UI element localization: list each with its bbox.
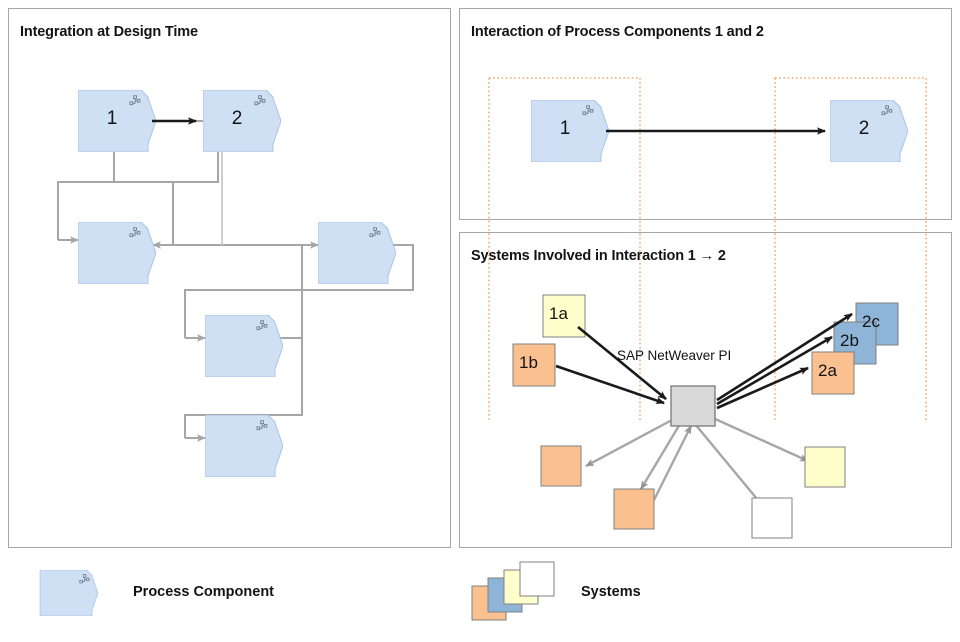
connector-2-to-bus bbox=[57, 120, 219, 240]
system-box-other-1 bbox=[540, 445, 582, 487]
system-label-2a: 2a bbox=[818, 361, 837, 380]
link-hub-to-other-1 bbox=[585, 418, 673, 468]
interaction-boundaries bbox=[488, 77, 927, 420]
system-box-1a bbox=[542, 294, 586, 338]
link-hub-to-2c bbox=[716, 312, 853, 402]
system-label-1a: 1a bbox=[549, 304, 568, 323]
process-component-2-label: 2 bbox=[231, 108, 243, 129]
system-box-other-4 bbox=[804, 446, 846, 488]
connector-bus-to-pc3-right bbox=[152, 182, 174, 249]
panel-title-top-right: Interaction of Process Components 1 and … bbox=[471, 24, 764, 40]
system-box-other-3 bbox=[751, 497, 793, 539]
system-label-2b: 2b bbox=[840, 331, 859, 350]
legend-system-white bbox=[519, 561, 555, 597]
legend-process-component-label: Process Component bbox=[133, 584, 274, 600]
systems-source bbox=[512, 294, 586, 387]
sap-netweaver-pi-label: SAP NetWeaver PI bbox=[617, 348, 732, 363]
link-hub-to-2b bbox=[716, 335, 833, 406]
link-hub-to-2a bbox=[716, 366, 809, 410]
connector-pc4-loop bbox=[184, 244, 414, 338]
legend-process-component-swatch bbox=[39, 570, 99, 616]
link-hub-to-other-3 bbox=[694, 423, 763, 506]
sap-netweaver-pi-hub bbox=[670, 385, 716, 427]
systems-target-stack bbox=[811, 302, 899, 395]
system-label-2c: 2c bbox=[862, 312, 880, 331]
legend-systems-swatch bbox=[471, 561, 555, 621]
panel-title-bottom-right: Systems Involved in Interaction 1 → 2 bbox=[471, 248, 726, 264]
interaction-component-2-label: 2 bbox=[858, 118, 870, 139]
boundary-box-left bbox=[488, 77, 641, 420]
process-component-4 bbox=[318, 222, 396, 284]
system-box-1b bbox=[512, 343, 556, 387]
link-hub-to-other-4 bbox=[712, 416, 809, 463]
legend-systems-label: Systems bbox=[581, 584, 641, 600]
boundary-box-right bbox=[774, 77, 927, 420]
interaction-shapes bbox=[531, 100, 908, 162]
system-box-2a bbox=[811, 351, 855, 395]
systems-grey-links bbox=[585, 416, 809, 506]
connector-pc5-up bbox=[280, 290, 303, 339]
systems-other bbox=[540, 445, 846, 539]
interaction-component-1-label: 1 bbox=[559, 118, 571, 139]
link-hub-to-other-2 bbox=[639, 423, 682, 490]
link-other-to-hub bbox=[652, 425, 693, 501]
process-component-6 bbox=[205, 415, 283, 477]
systems-black-links bbox=[555, 312, 853, 410]
panel-title-left: Integration at Design Time bbox=[20, 24, 198, 40]
system-box-other-2 bbox=[613, 488, 655, 530]
link-1a-to-hub bbox=[577, 325, 667, 401]
process-component-1-label: 1 bbox=[106, 108, 118, 129]
system-label-1b: 1b bbox=[519, 353, 538, 372]
process-component-5 bbox=[205, 315, 283, 377]
link-1b-to-hub bbox=[555, 364, 665, 405]
design-time-shapes bbox=[78, 90, 396, 477]
process-component-3 bbox=[78, 222, 156, 284]
